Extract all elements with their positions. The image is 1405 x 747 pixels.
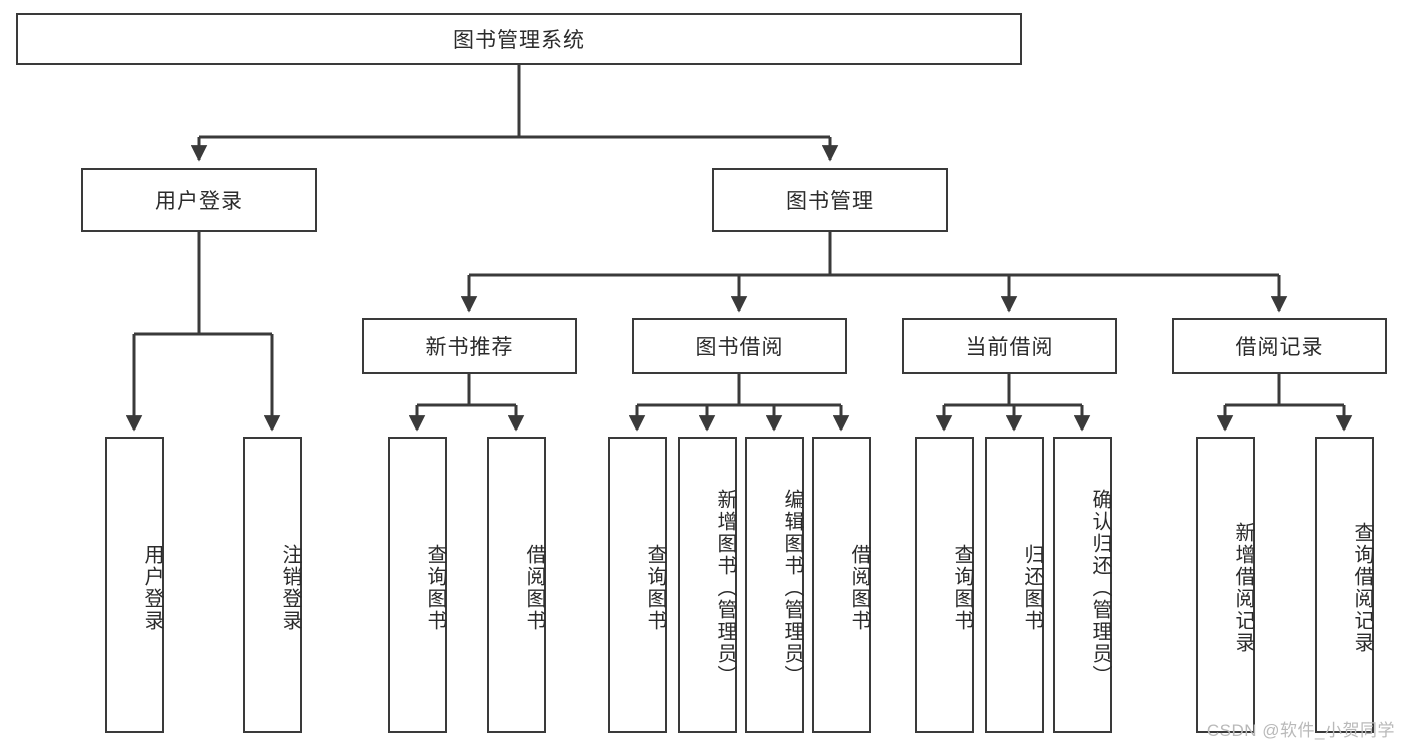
node-current-borrow[interactable]: 当前借阅	[902, 318, 1117, 374]
leaf-borrow-book-recommend[interactable]: 借阅图书	[487, 437, 546, 733]
node-book-manage[interactable]: 图书管理	[712, 168, 948, 232]
leaf-borrow-book-borrow[interactable]: 借阅图书	[812, 437, 871, 733]
leaf-query-borrow-record[interactable]: 查询借阅记录	[1315, 437, 1374, 733]
leaf-return-book[interactable]: 归还图书	[985, 437, 1044, 733]
leaf-query-book-borrow[interactable]: 查询图书	[608, 437, 667, 733]
node-user-login[interactable]: 用户登录	[81, 168, 317, 232]
node-book-borrow[interactable]: 图书借阅	[632, 318, 847, 374]
leaf-query-book-current[interactable]: 查询图书	[915, 437, 974, 733]
leaf-add-borrow-record[interactable]: 新增借阅记录	[1196, 437, 1255, 733]
csdn-watermark: CSDN @软件_小贺同学	[1206, 721, 1395, 740]
leaf-query-book-recommend[interactable]: 查询图书	[388, 437, 447, 733]
leaf-logout-login[interactable]: 注销登录	[243, 437, 302, 733]
leaf-user-login[interactable]: 用户登录	[105, 437, 164, 733]
leaf-confirm-return-admin[interactable]: 确认归还（管理员）	[1053, 437, 1112, 733]
node-system-root[interactable]: 图书管理系统	[16, 13, 1022, 65]
node-borrow-record[interactable]: 借阅记录	[1172, 318, 1387, 374]
leaf-add-book-admin[interactable]: 新增图书（管理员）	[678, 437, 737, 733]
leaf-edit-book-admin[interactable]: 编辑图书（管理员）	[745, 437, 804, 733]
node-new-book-recommend[interactable]: 新书推荐	[362, 318, 577, 374]
